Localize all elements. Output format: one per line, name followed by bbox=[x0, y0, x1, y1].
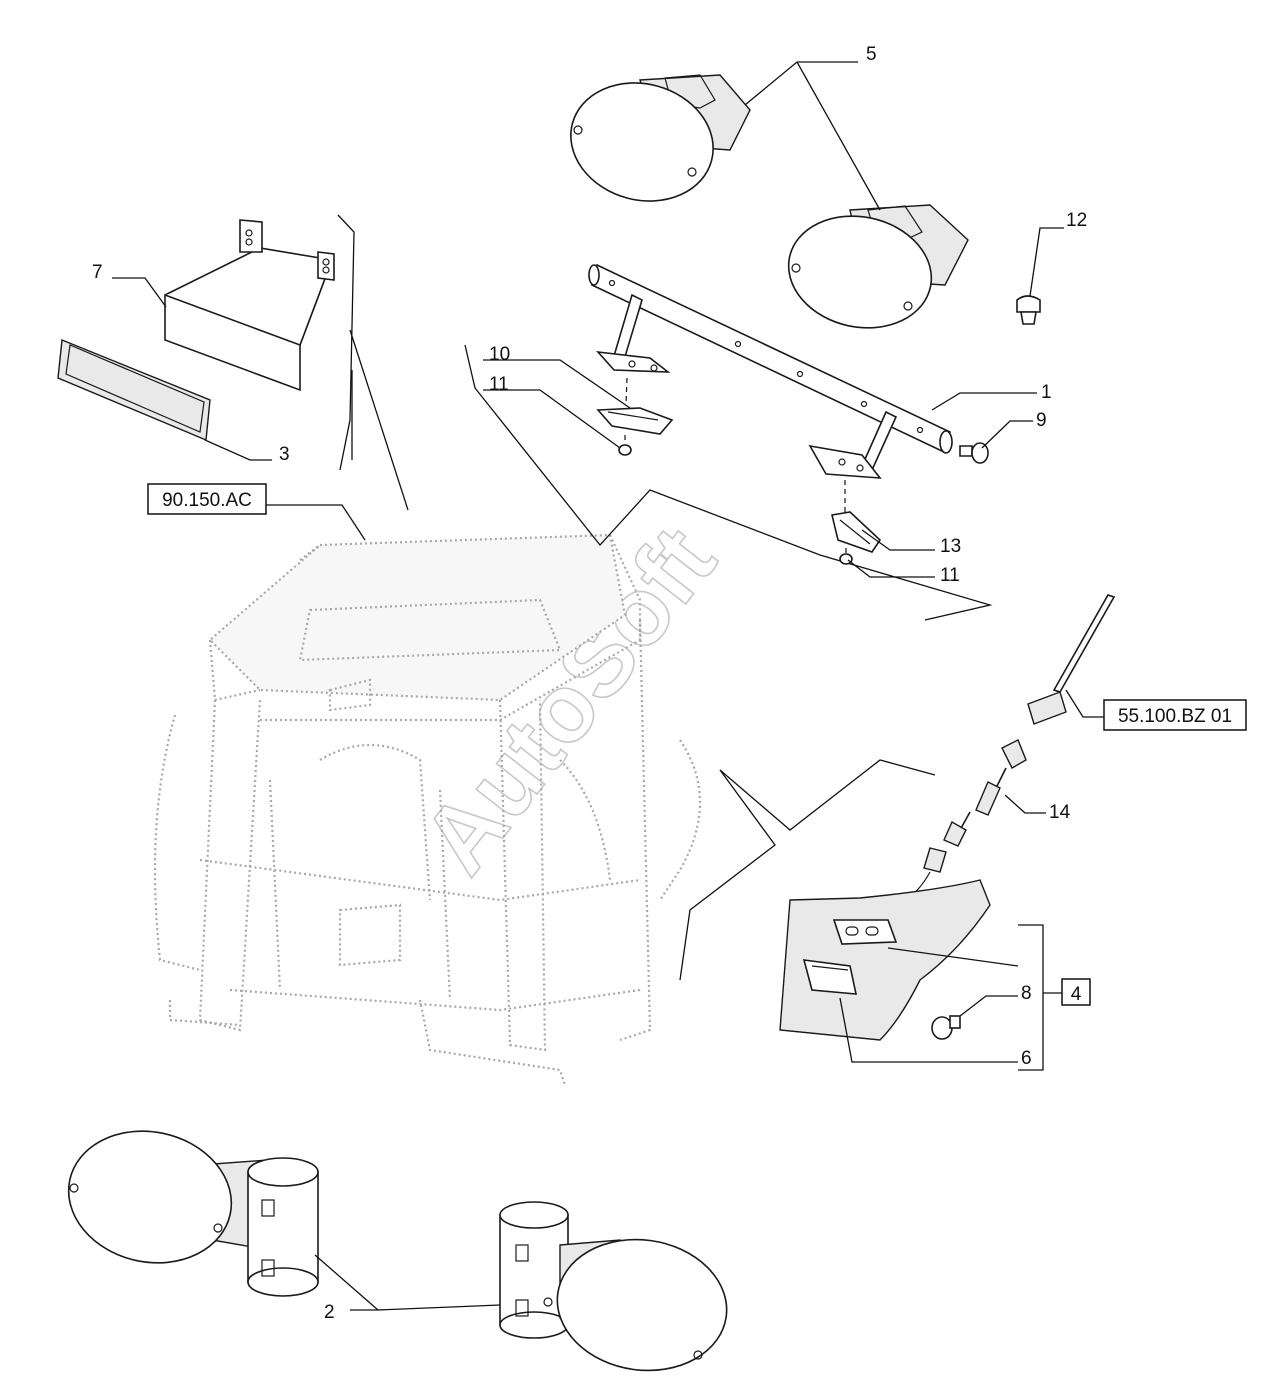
reference-harness-box[interactable]: 55.100.BZ 01 bbox=[1103, 699, 1247, 731]
callout-11-upper: 11 bbox=[489, 374, 509, 395]
leader-lines bbox=[112, 61, 1104, 1311]
part-11-washer-left bbox=[618, 435, 632, 456]
part-13-plate bbox=[831, 480, 882, 553]
callout-5: 5 bbox=[866, 44, 877, 65]
callout-10: 10 bbox=[489, 344, 510, 365]
callout-2: 2 bbox=[324, 1302, 335, 1323]
part-7-bracket bbox=[164, 219, 335, 392]
part-10-plate bbox=[596, 377, 674, 435]
part-8-bulb bbox=[931, 1015, 961, 1040]
harness-cable bbox=[1027, 594, 1116, 725]
callout-1: 1 bbox=[1041, 382, 1052, 403]
part-4-tail-lamp-housing bbox=[779, 879, 991, 1041]
part-1-support-bar bbox=[588, 263, 953, 479]
part-5-work-lamp-lower bbox=[787, 204, 969, 329]
callout-9: 9 bbox=[1036, 410, 1047, 431]
part-5-work-lamp-upper bbox=[570, 74, 751, 202]
part-6-lens bbox=[802, 959, 858, 995]
assembly-pointer-lines bbox=[337, 214, 993, 981]
part-9-screw bbox=[959, 442, 989, 464]
reference-cab-label: 90.150.AC bbox=[162, 490, 252, 511]
callout-8: 8 bbox=[1021, 983, 1032, 1004]
callout-11-lower: 11 bbox=[940, 565, 960, 586]
reference-harness-label: 55.100.BZ 01 bbox=[1118, 706, 1232, 727]
callout-14: 14 bbox=[1049, 802, 1071, 823]
part-2-side-lamp-right bbox=[499, 1201, 728, 1372]
cab-illustration bbox=[153, 533, 701, 1086]
part-12-plug bbox=[1016, 295, 1041, 325]
callout-4-box: 4 bbox=[1061, 978, 1091, 1006]
callout-7: 7 bbox=[92, 262, 103, 283]
callout-12: 12 bbox=[1066, 210, 1087, 231]
callout-4: 4 bbox=[1071, 984, 1082, 1005]
part-3-reflector bbox=[57, 339, 211, 442]
callout-3: 3 bbox=[279, 444, 290, 465]
part-2-side-lamp-left bbox=[67, 1130, 319, 1297]
part-14-wiring-lead bbox=[879, 739, 1027, 919]
callout-13: 13 bbox=[940, 536, 961, 557]
callout-6: 6 bbox=[1021, 1048, 1032, 1069]
reference-cab-box[interactable]: 90.150.AC bbox=[147, 483, 267, 515]
